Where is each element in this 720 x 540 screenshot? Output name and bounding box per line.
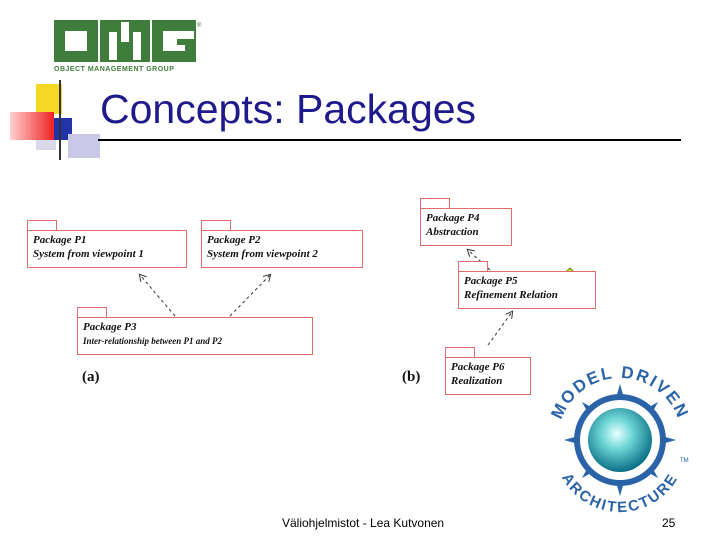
package-description: Abstraction <box>426 226 479 238</box>
mda-tm: TM <box>680 458 689 464</box>
mda-logo: MODEL DRIVEN ARCHITECTURE TM <box>547 363 690 517</box>
package-p3: Package P3 Inter-relationship between P1… <box>77 307 313 355</box>
omg-caption: OBJECT MANAGEMENT GROUP <box>54 66 175 73</box>
package-name: Package P4 <box>426 212 480 224</box>
package-tab <box>420 198 450 209</box>
package-p6: Package P6 Realization <box>445 347 531 395</box>
svg-text:®: ® <box>197 22 202 29</box>
package-name: Package P2 <box>207 234 261 246</box>
package-body: Package P6 Realization <box>445 357 531 395</box>
package-p5: Package P5 Refinement Relation <box>458 261 596 309</box>
package-description: Refinement Relation <box>464 289 558 301</box>
package-body: Package P3 Inter-relationship between P1… <box>77 317 313 355</box>
deco-blue-square <box>52 118 72 140</box>
deco-red-square <box>10 112 54 140</box>
diagram-label-b: (b) <box>402 369 421 385</box>
package-description: System from viewpoint 2 <box>207 248 318 260</box>
deco-vertical-rule <box>59 80 61 160</box>
package-description: Inter-relationship between P1 and P2 <box>83 336 223 346</box>
package-body: Package P4 Abstraction <box>420 208 512 246</box>
deco-yellow-square <box>36 84 62 114</box>
package-tab <box>458 261 488 272</box>
package-name: Package P5 <box>464 275 518 287</box>
deco-grey-square <box>36 140 56 150</box>
package-body: Package P5 Refinement Relation <box>458 271 596 309</box>
package-description: Realization <box>451 375 503 387</box>
package-p2: Package P2 System from viewpoint 2 <box>201 220 363 268</box>
footer-text: Väliohjelmistot - Lea Kutvonen <box>282 516 445 530</box>
title-underline <box>98 139 681 141</box>
page-number: 25 <box>662 516 676 530</box>
package-p1: Package P1 System from viewpoint 1 <box>27 220 187 268</box>
package-tab <box>77 307 107 318</box>
package-name: Package P1 <box>33 234 87 246</box>
package-tab <box>445 347 475 358</box>
omg-logo: ® <box>54 20 202 62</box>
package-body: Package P2 System from viewpoint 2 <box>201 230 363 268</box>
package-name: Package P6 <box>451 361 505 373</box>
package-name: Package P3 <box>83 321 137 333</box>
slide-title: Concepts: Packages <box>100 86 477 132</box>
package-p4: Package P4 Abstraction <box>420 198 512 246</box>
package-tab <box>27 220 57 231</box>
package-description: System from viewpoint 1 <box>33 248 144 260</box>
package-tab <box>201 220 231 231</box>
diagram-label-a: (a) <box>82 369 100 385</box>
deco-lavender-square <box>68 134 100 158</box>
package-body: Package P1 System from viewpoint 1 <box>27 230 187 268</box>
